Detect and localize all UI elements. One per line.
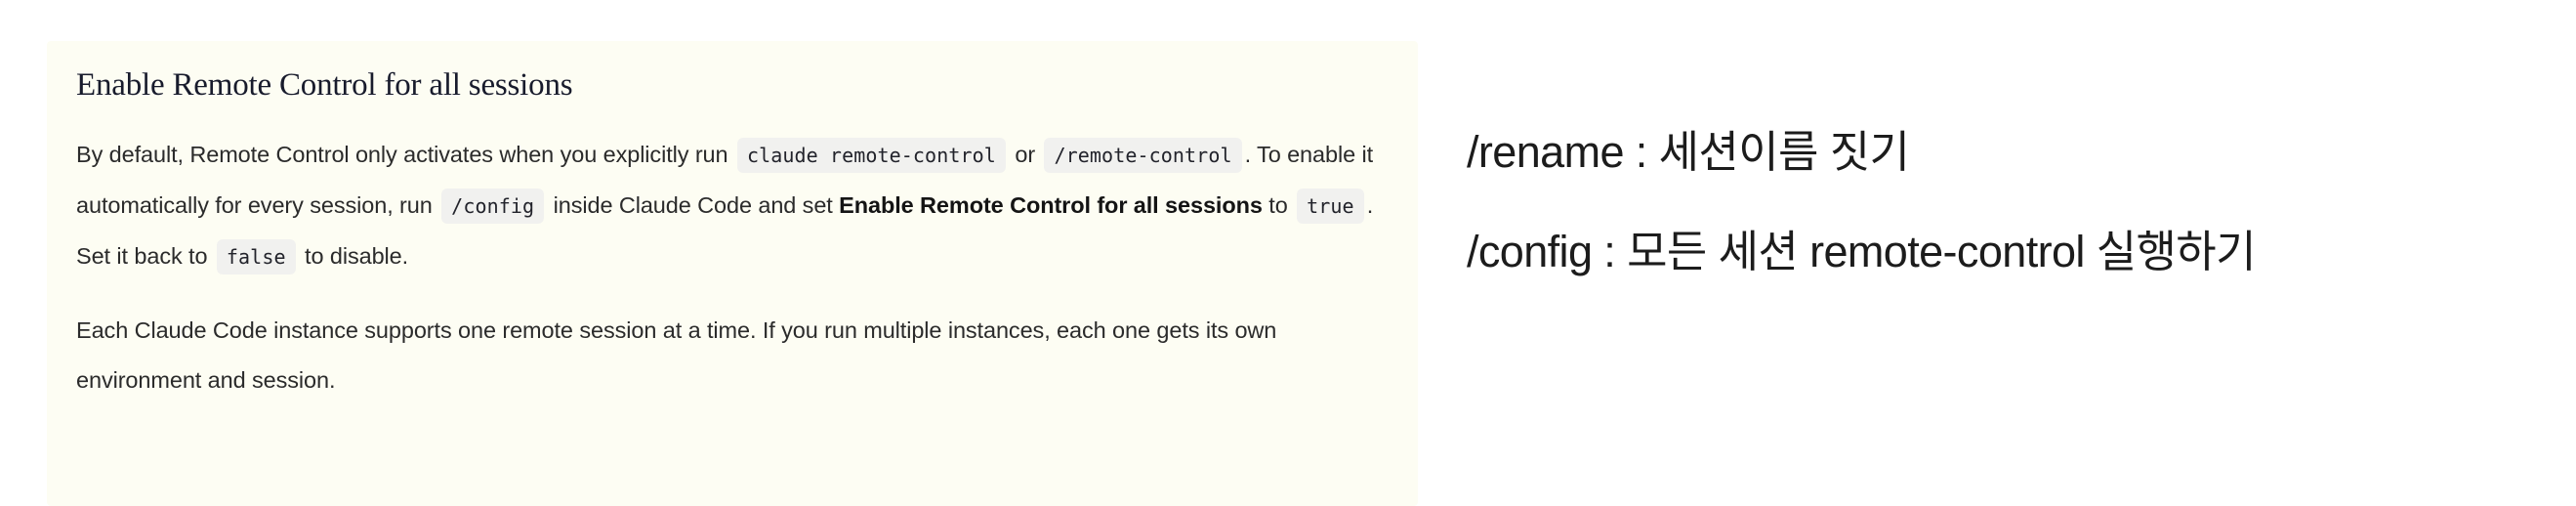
paragraph-text-segment: or: [1015, 141, 1036, 167]
code-false: false: [216, 238, 296, 274]
code-claude-remote-control: claude remote-control: [736, 137, 1006, 173]
doc-paragraph-secondary: Each Claude Code instance supports one r…: [76, 316, 1277, 393]
code-true: true: [1297, 188, 1364, 224]
note-line-config: /config : 모든 세션 remote-control 실행하기: [1467, 227, 2257, 277]
code-config: /config: [441, 188, 545, 224]
paragraph-text-segment: . Set it back to: [76, 191, 1374, 269]
paragraph-text-segment: By default, Remote Control only activate…: [76, 141, 728, 167]
paragraph-text-segment: to disable.: [305, 242, 409, 269]
setting-name-bold: Enable Remote Control for all sessions: [839, 191, 1263, 218]
paragraph-text-segment: to: [1268, 191, 1288, 218]
paragraph-text-segment: inside Claude Code and set: [553, 191, 833, 218]
page-title: Enable Remote Control for all sessions: [76, 67, 573, 103]
doc-paragraph-primary: By default, Remote Control only activate…: [76, 130, 1385, 282]
code-remote-control: /remote-control: [1044, 137, 1242, 173]
notes-panel: /rename : 세션이름 짓기 /config : 모든 세션 remote…: [1455, 0, 2576, 506]
paragraph-text-segment: . To enable it automatically for every s…: [76, 141, 1374, 218]
documentation-card: Enable Remote Control for all sessions B…: [47, 41, 1418, 506]
note-line-rename: /rename : 세션이름 짓기: [1467, 127, 1910, 177]
